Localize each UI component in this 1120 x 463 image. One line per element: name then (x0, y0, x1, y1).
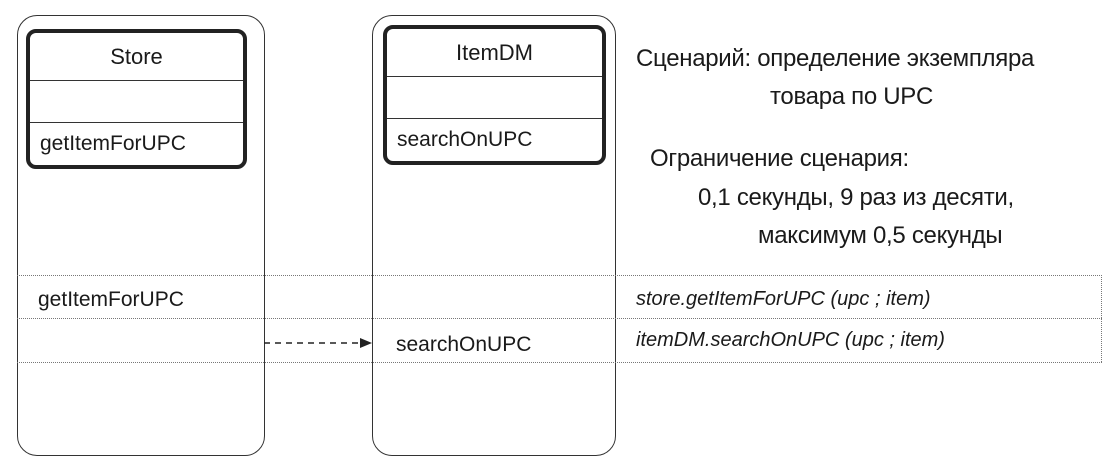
store-class-name: Store (30, 33, 243, 81)
store-row-label: getItemForUPC (38, 288, 184, 311)
store-class-box: Store getItemForUPC (26, 29, 247, 169)
itemdm-class-box: ItemDM searchOnUPC (383, 25, 606, 165)
row-separator-bottom (17, 362, 1102, 363)
scenario-constraint-line1: Ограничение сценария: (650, 145, 909, 172)
row-separator-top (17, 275, 1102, 276)
scenario-constraint-line3: максимум 0,5 секунды (758, 222, 1003, 249)
scenario-title-line1: Сценарий: определение экземпляра (636, 45, 1035, 72)
scenario-title-line2: товара по UPC (770, 83, 934, 110)
message-arrow (264, 338, 372, 348)
store-class-attributes (30, 81, 243, 123)
scenario-constraint-line2: 0,1 секунды, 9 раз из десяти, (698, 184, 1014, 211)
store-class-operation: getItemForUPC (40, 132, 186, 155)
itemdm-class-operation: searchOnUPC (397, 128, 533, 151)
row-border-right (1101, 275, 1102, 362)
itemdm-class-attributes (387, 77, 602, 119)
itemdm-row-label: searchOnUPC (396, 333, 532, 356)
call-itemdm: itemDM.searchOnUPC (upc ; item) (636, 329, 945, 351)
row-separator-middle (17, 318, 1102, 319)
itemdm-class-name: ItemDM (387, 29, 602, 77)
call-store: store.getItemForUPC (upc ; item) (636, 288, 931, 310)
